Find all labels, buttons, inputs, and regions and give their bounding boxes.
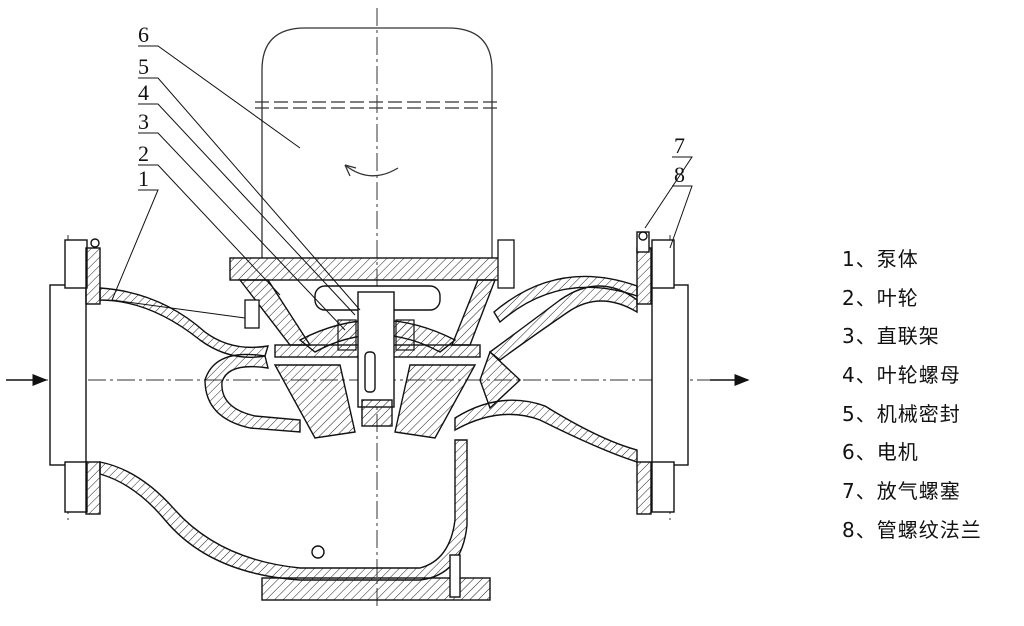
callout-8: 8 <box>674 162 685 187</box>
callout-7: 7 <box>674 133 685 158</box>
motor-outline <box>255 27 498 258</box>
callout-5: 5 <box>138 54 149 79</box>
legend-item-threaded-flange: 8、管螺纹法兰 <box>842 517 982 542</box>
shaft <box>357 291 395 427</box>
impeller-nut <box>361 399 393 427</box>
inlet-flange <box>49 238 101 515</box>
callout-4: 4 <box>138 80 149 105</box>
callout-6: 6 <box>138 22 149 47</box>
pump-foot <box>261 545 491 601</box>
pump-body <box>99 275 638 581</box>
callout-1: 1 <box>138 166 149 191</box>
outlet-flange <box>636 231 689 515</box>
callout-3: 3 <box>138 109 149 134</box>
legend-item-motor: 6、电机 <box>842 440 919 465</box>
legend-item-pump-body: 1、泵体 <box>842 247 919 271</box>
callout-labels: 6 5 4 3 2 1 7 8 <box>138 22 685 191</box>
parts-legend: 1、泵体 2、叶轮 3、直联架 4、叶轮螺母 5、机械密封 6、电机 7、放气螺… <box>842 244 1022 554</box>
legend-item-bracket: 3、直联架 <box>842 324 940 349</box>
drain-plug-icon <box>311 545 325 559</box>
legend-item-impeller-nut: 4、叶轮螺母 <box>842 363 961 388</box>
bracket-bolts <box>244 239 515 329</box>
legend-item-vent-plug: 7、放气螺塞 <box>842 479 961 504</box>
legend-item-impeller: 2、叶轮 <box>842 285 919 310</box>
motor-bracket <box>229 257 506 358</box>
rotation-arrow-icon <box>344 164 399 177</box>
leader-lines <box>111 45 693 331</box>
callout-2: 2 <box>138 141 149 166</box>
legend-item-mechanical-seal: 5、机械密封 <box>842 401 961 426</box>
